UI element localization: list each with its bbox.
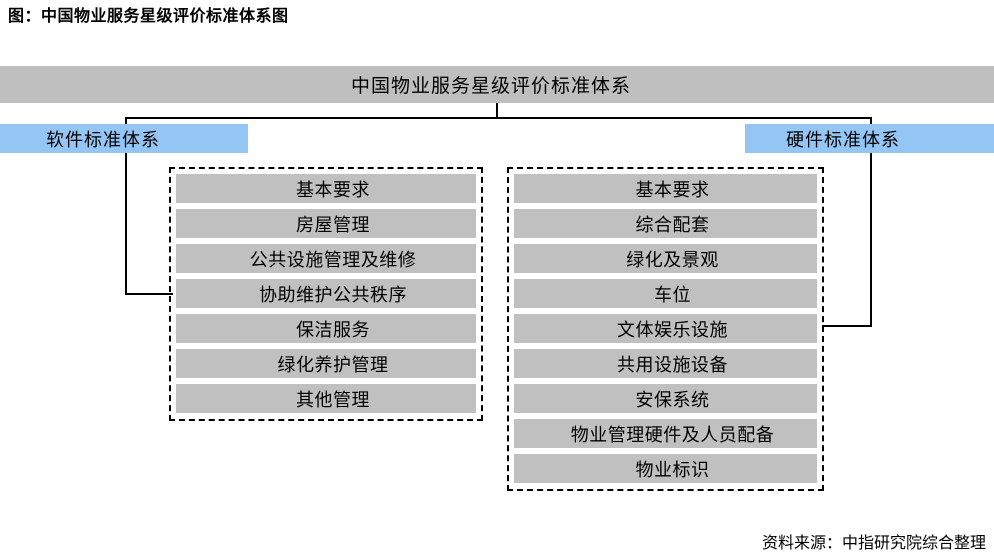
item-row: 物业管理硬件及人员配备 [514,419,817,448]
category-label-software: 软件标准体系 [46,129,160,151]
item-row: 基本要求 [176,174,476,203]
page-title: 图：中国物业服务星级评价标准体系图 [8,6,289,25]
item-row: 协助维护公共秩序 [176,279,476,308]
connector-hardware-elbow [822,325,872,327]
item-label: 基本要求 [296,179,370,201]
item-label: 物业管理硬件及人员配备 [570,424,775,446]
item-label: 房屋管理 [296,214,370,236]
item-label: 车位 [654,284,691,306]
item-label: 文体娱乐设施 [617,319,728,341]
item-row: 安保系统 [514,384,817,413]
root-node-label: 中国物业服务星级评价标准体系 [350,75,631,97]
item-row: 车位 [514,279,817,308]
item-row: 绿化及景观 [514,244,817,273]
item-list-hardware: 基本要求 综合配套 绿化及景观 车位 文体娱乐设施 共用设施设备 安保系统 物业… [514,174,817,483]
item-row: 房屋管理 [176,209,476,238]
item-label: 基本要求 [635,179,710,201]
group-hardware: 基本要求 综合配套 绿化及景观 车位 文体娱乐设施 共用设施设备 安保系统 物业… [507,167,824,491]
connector-hardware-vertical [870,117,872,327]
connector-horizontal-bus [125,117,872,119]
source-note: 资料来源：中指研究院综合整理 [761,533,986,552]
category-label-hardware: 硬件标准体系 [786,129,900,151]
item-row: 物业标识 [514,454,817,483]
item-label: 绿化养护管理 [277,354,389,376]
category-node-software: 软件标准体系 [0,124,248,153]
item-label: 物业标识 [635,459,710,481]
item-row: 其他管理 [176,384,476,413]
connector-root-stem [496,103,498,119]
category-node-hardware: 硬件标准体系 [745,124,994,153]
item-label: 保洁服务 [296,319,370,341]
item-list-software: 基本要求 房屋管理 公共设施管理及维修 协助维护公共秩序 保洁服务 绿化养护管理… [176,174,476,413]
item-row: 保洁服务 [176,314,476,343]
group-software: 基本要求 房屋管理 公共设施管理及维修 协助维护公共秩序 保洁服务 绿化养护管理… [169,167,483,421]
item-label: 绿化及景观 [626,249,719,271]
item-row: 绿化养护管理 [176,349,476,378]
item-label: 共用设施设备 [617,354,728,376]
connector-software-elbow [125,293,173,295]
root-node: 中国物业服务星级评价标准体系 [0,66,994,103]
item-row: 共用设施设备 [514,349,817,378]
item-label: 公共设施管理及维修 [249,249,417,271]
connector-software-vertical [125,117,127,295]
item-row: 文体娱乐设施 [514,314,817,343]
item-label: 综合配套 [635,214,710,236]
item-label: 其他管理 [296,389,370,411]
item-label: 安保系统 [635,389,710,411]
item-row: 公共设施管理及维修 [176,244,476,273]
item-row: 基本要求 [514,174,817,203]
item-row: 综合配套 [514,209,817,238]
item-label: 协助维护公共秩序 [259,284,407,306]
